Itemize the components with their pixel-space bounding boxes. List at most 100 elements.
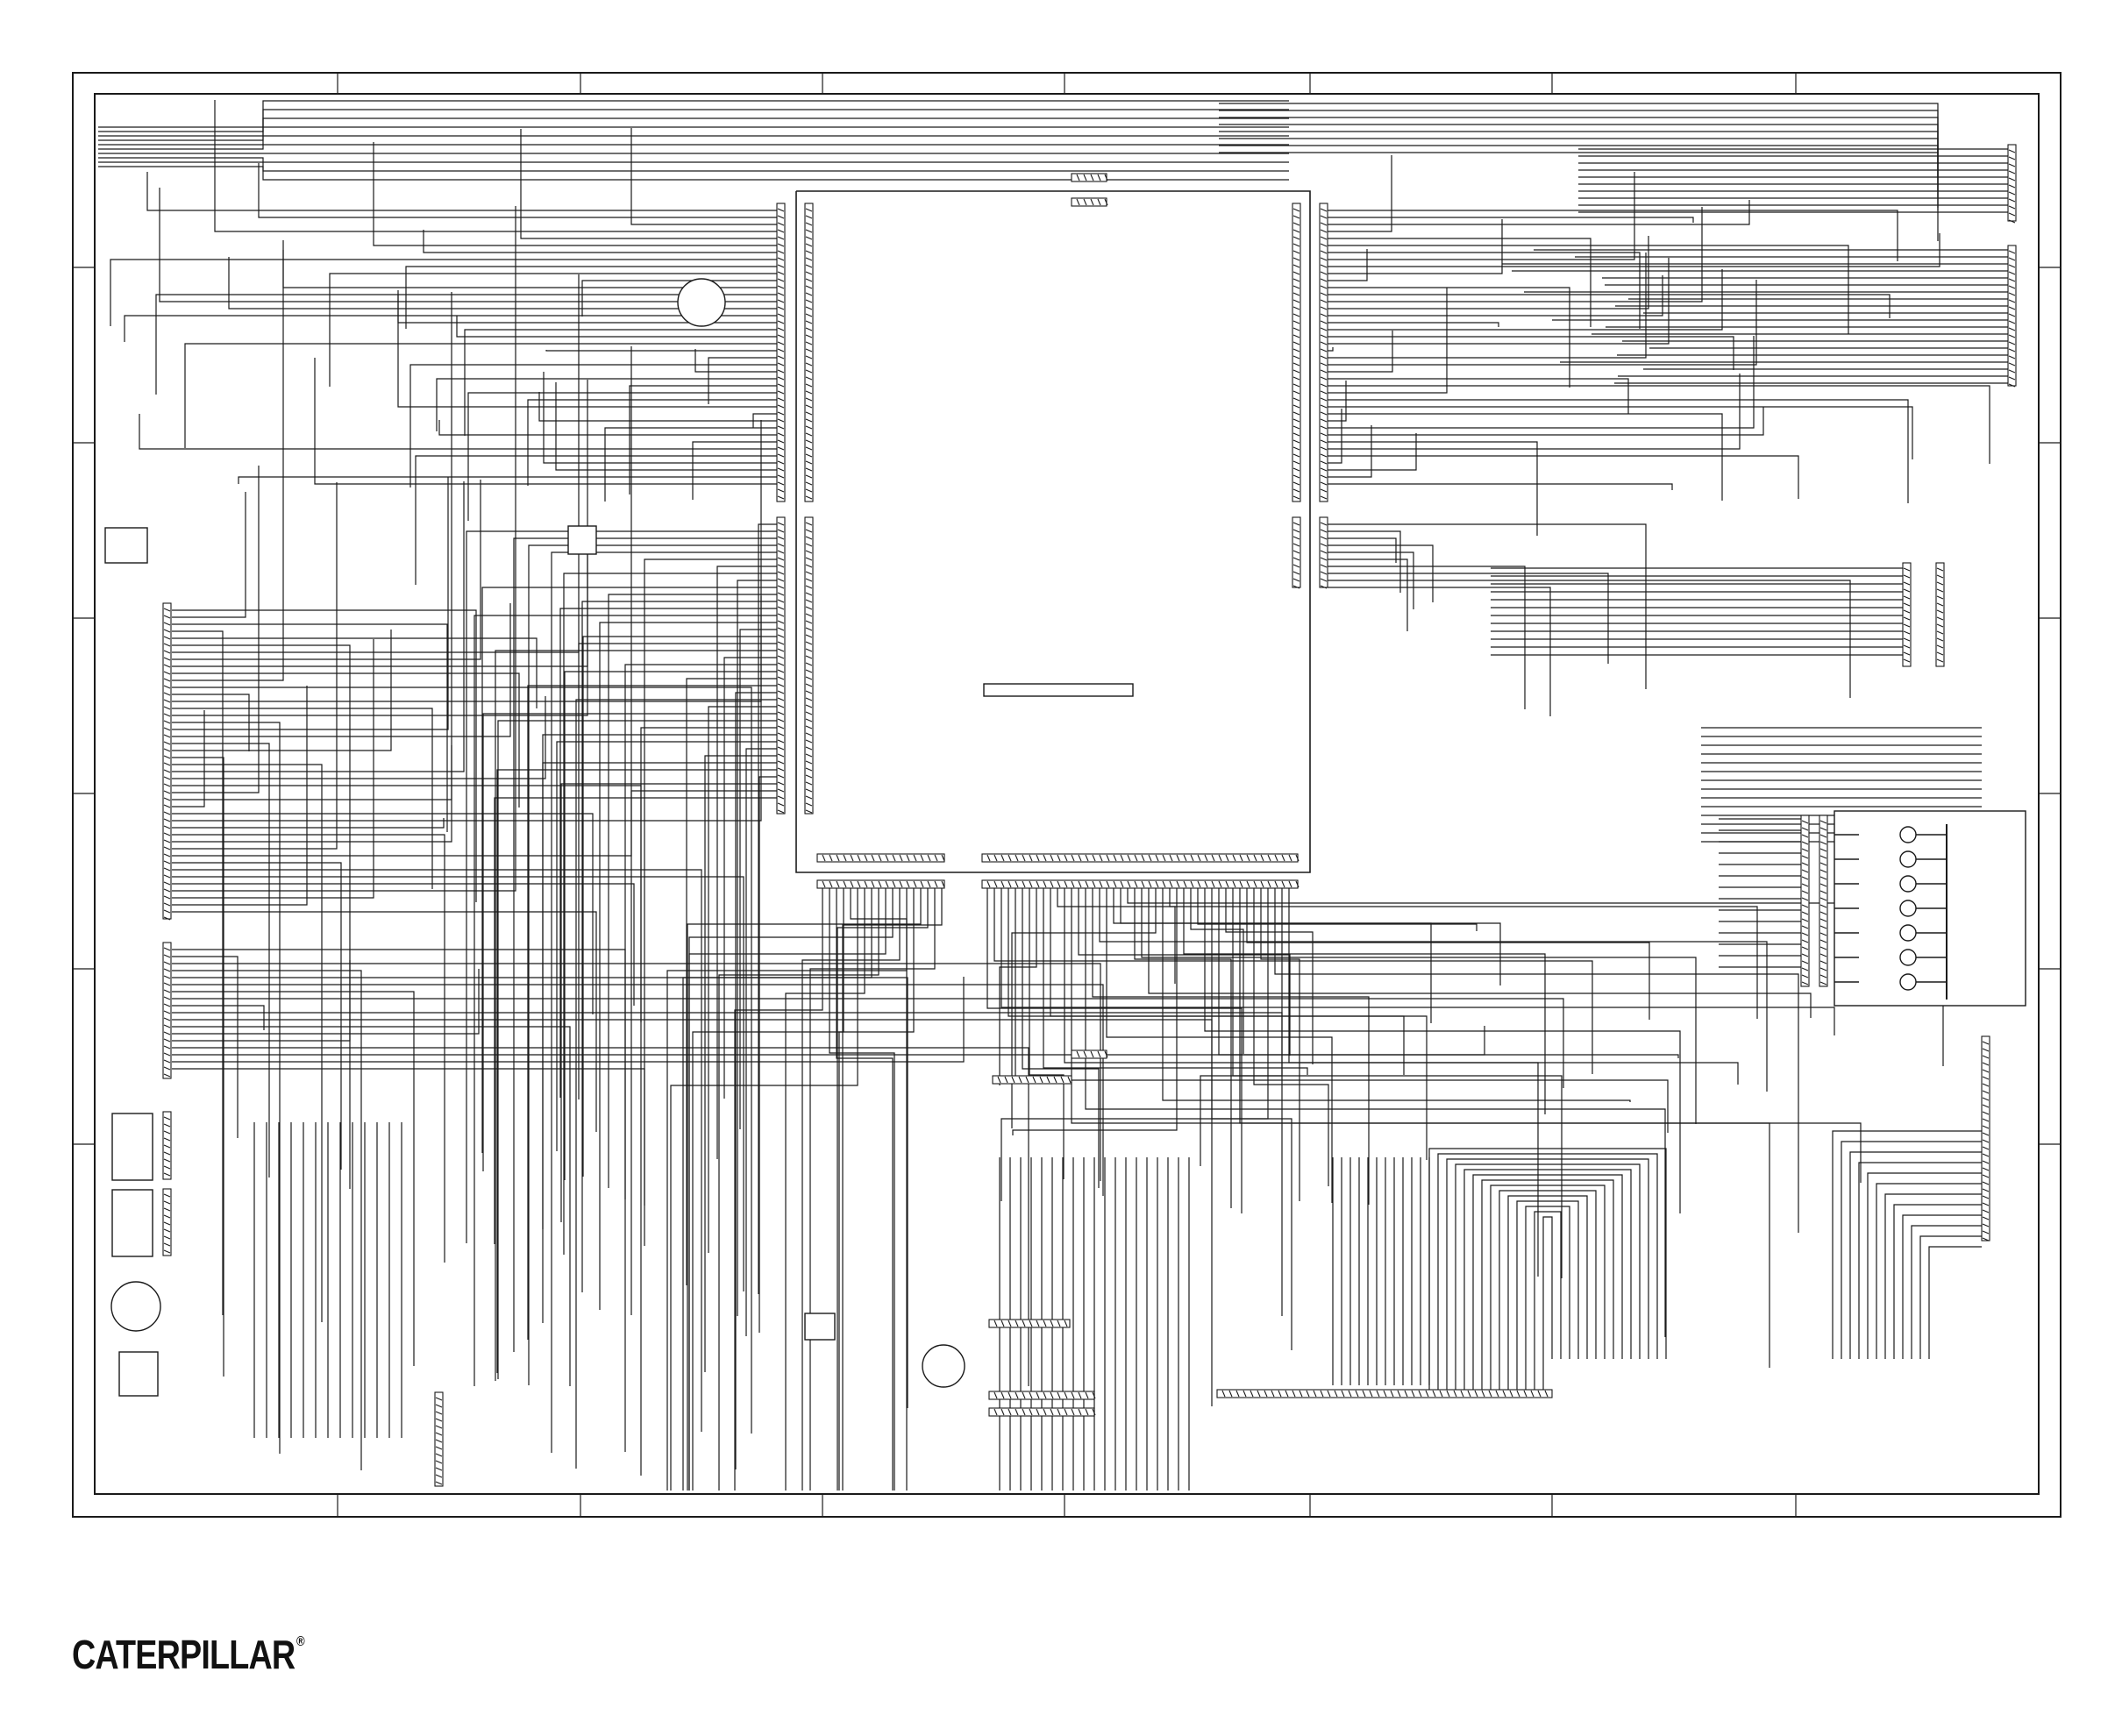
connector-pin [1004, 1076, 1008, 1084]
connector-pin [1292, 341, 1300, 345]
wire-run [405, 266, 777, 329]
connector-pin [1982, 1188, 1990, 1192]
connector-pin [1982, 1195, 1990, 1199]
connector-pin [1982, 1069, 1990, 1073]
wire-nest [1902, 1214, 1982, 1359]
connector-pin [1982, 1048, 1990, 1052]
wire-run [836, 888, 894, 1491]
connector-pin [843, 854, 847, 862]
connector-pin [163, 895, 171, 900]
connector-pin [1418, 1390, 1422, 1398]
connector-pin [1292, 334, 1300, 338]
wire-run [809, 888, 936, 1491]
connector-pin [1090, 174, 1094, 181]
connector-pin [1982, 1223, 1990, 1227]
wire-run [172, 466, 260, 793]
wire-run [1219, 103, 1939, 191]
connector-pin [2008, 320, 2016, 324]
connector-pin [885, 854, 889, 862]
connector-pin [1819, 953, 1827, 957]
connector-pin [1936, 588, 1944, 593]
connector-pin [1292, 215, 1300, 219]
connector-pin [1320, 383, 1328, 388]
connector-pin [1292, 208, 1300, 212]
connector-pin [850, 880, 854, 888]
sensor-block-mid [567, 525, 597, 555]
connector-pin [805, 320, 813, 324]
wire-run [1328, 322, 1499, 327]
connector-pin [777, 236, 785, 240]
connector-pin [1162, 880, 1166, 888]
connector-pin [993, 1320, 998, 1327]
connector-pin [1320, 425, 1328, 430]
wire-run [629, 385, 777, 494]
connector-pin [1819, 897, 1827, 901]
wire-run [1328, 200, 1750, 225]
connector-pin [805, 474, 813, 479]
connector-pin [163, 1172, 171, 1177]
connector-pin [1292, 446, 1300, 451]
wire-run [98, 126, 1289, 141]
wire-run [172, 970, 362, 1470]
connector-pin [1292, 369, 1300, 374]
wire-nest [1832, 1130, 1982, 1359]
wire-run [630, 128, 777, 225]
wire-run [682, 888, 872, 1491]
connector-pin [1936, 630, 1944, 635]
connector-pin [163, 755, 171, 759]
connector-pin [1801, 883, 1809, 887]
connector-pin [1327, 1390, 1331, 1398]
connector-pin [1348, 1390, 1352, 1398]
wire-run [436, 378, 777, 431]
connector-pin [892, 854, 896, 862]
connector-pin [1819, 834, 1827, 838]
connector-pin [805, 271, 813, 275]
connector-pin [805, 250, 813, 254]
connector-pin [777, 725, 785, 729]
connector-pin [805, 278, 813, 282]
connector-pin [163, 629, 171, 633]
connector-pin [1083, 1050, 1087, 1058]
wire-run [172, 639, 374, 899]
connector-pin [1000, 1320, 1005, 1327]
connector-pin [1057, 854, 1061, 862]
connector-pin [163, 1130, 171, 1135]
wire-run [172, 883, 635, 1006]
connector-pin [777, 767, 785, 772]
connector-pin [163, 860, 171, 864]
connector-pin [777, 676, 785, 680]
connector-pin [1320, 432, 1328, 437]
connector-pin [1292, 250, 1300, 254]
wire-run [1328, 455, 1799, 499]
wire-run [1008, 888, 1405, 1075]
wire-run [1218, 888, 1679, 1058]
wire-nest [1876, 1183, 1982, 1359]
switch-block-3 [111, 1189, 153, 1257]
connector-pin [934, 880, 938, 888]
wire-run [1246, 888, 1650, 1020]
connector-pin [871, 854, 875, 862]
wire-run [155, 294, 777, 395]
connector-pin [777, 257, 785, 261]
connector-pin [1281, 854, 1285, 862]
connector-pin [777, 802, 785, 807]
connector-pin [1516, 1390, 1520, 1398]
connector-pin [805, 453, 813, 458]
connector-pin [777, 348, 785, 352]
connector-pin [1292, 278, 1300, 282]
connector-pin [777, 411, 785, 416]
connector-pin [163, 804, 171, 808]
connector-pin [1819, 883, 1827, 887]
connector-pin [1936, 623, 1944, 628]
connector-pin [1235, 1390, 1240, 1398]
connector-pin [1397, 1390, 1401, 1398]
connector-pin [435, 1411, 443, 1415]
connector-pin [1320, 215, 1328, 219]
connector-pin [1362, 1390, 1366, 1398]
connector-pin [1292, 362, 1300, 366]
connector-pin [1292, 285, 1300, 289]
connector-pin [1064, 1320, 1068, 1327]
wire-run [172, 687, 752, 1434]
wire-run [482, 713, 777, 1171]
wire-run [496, 769, 777, 1373]
